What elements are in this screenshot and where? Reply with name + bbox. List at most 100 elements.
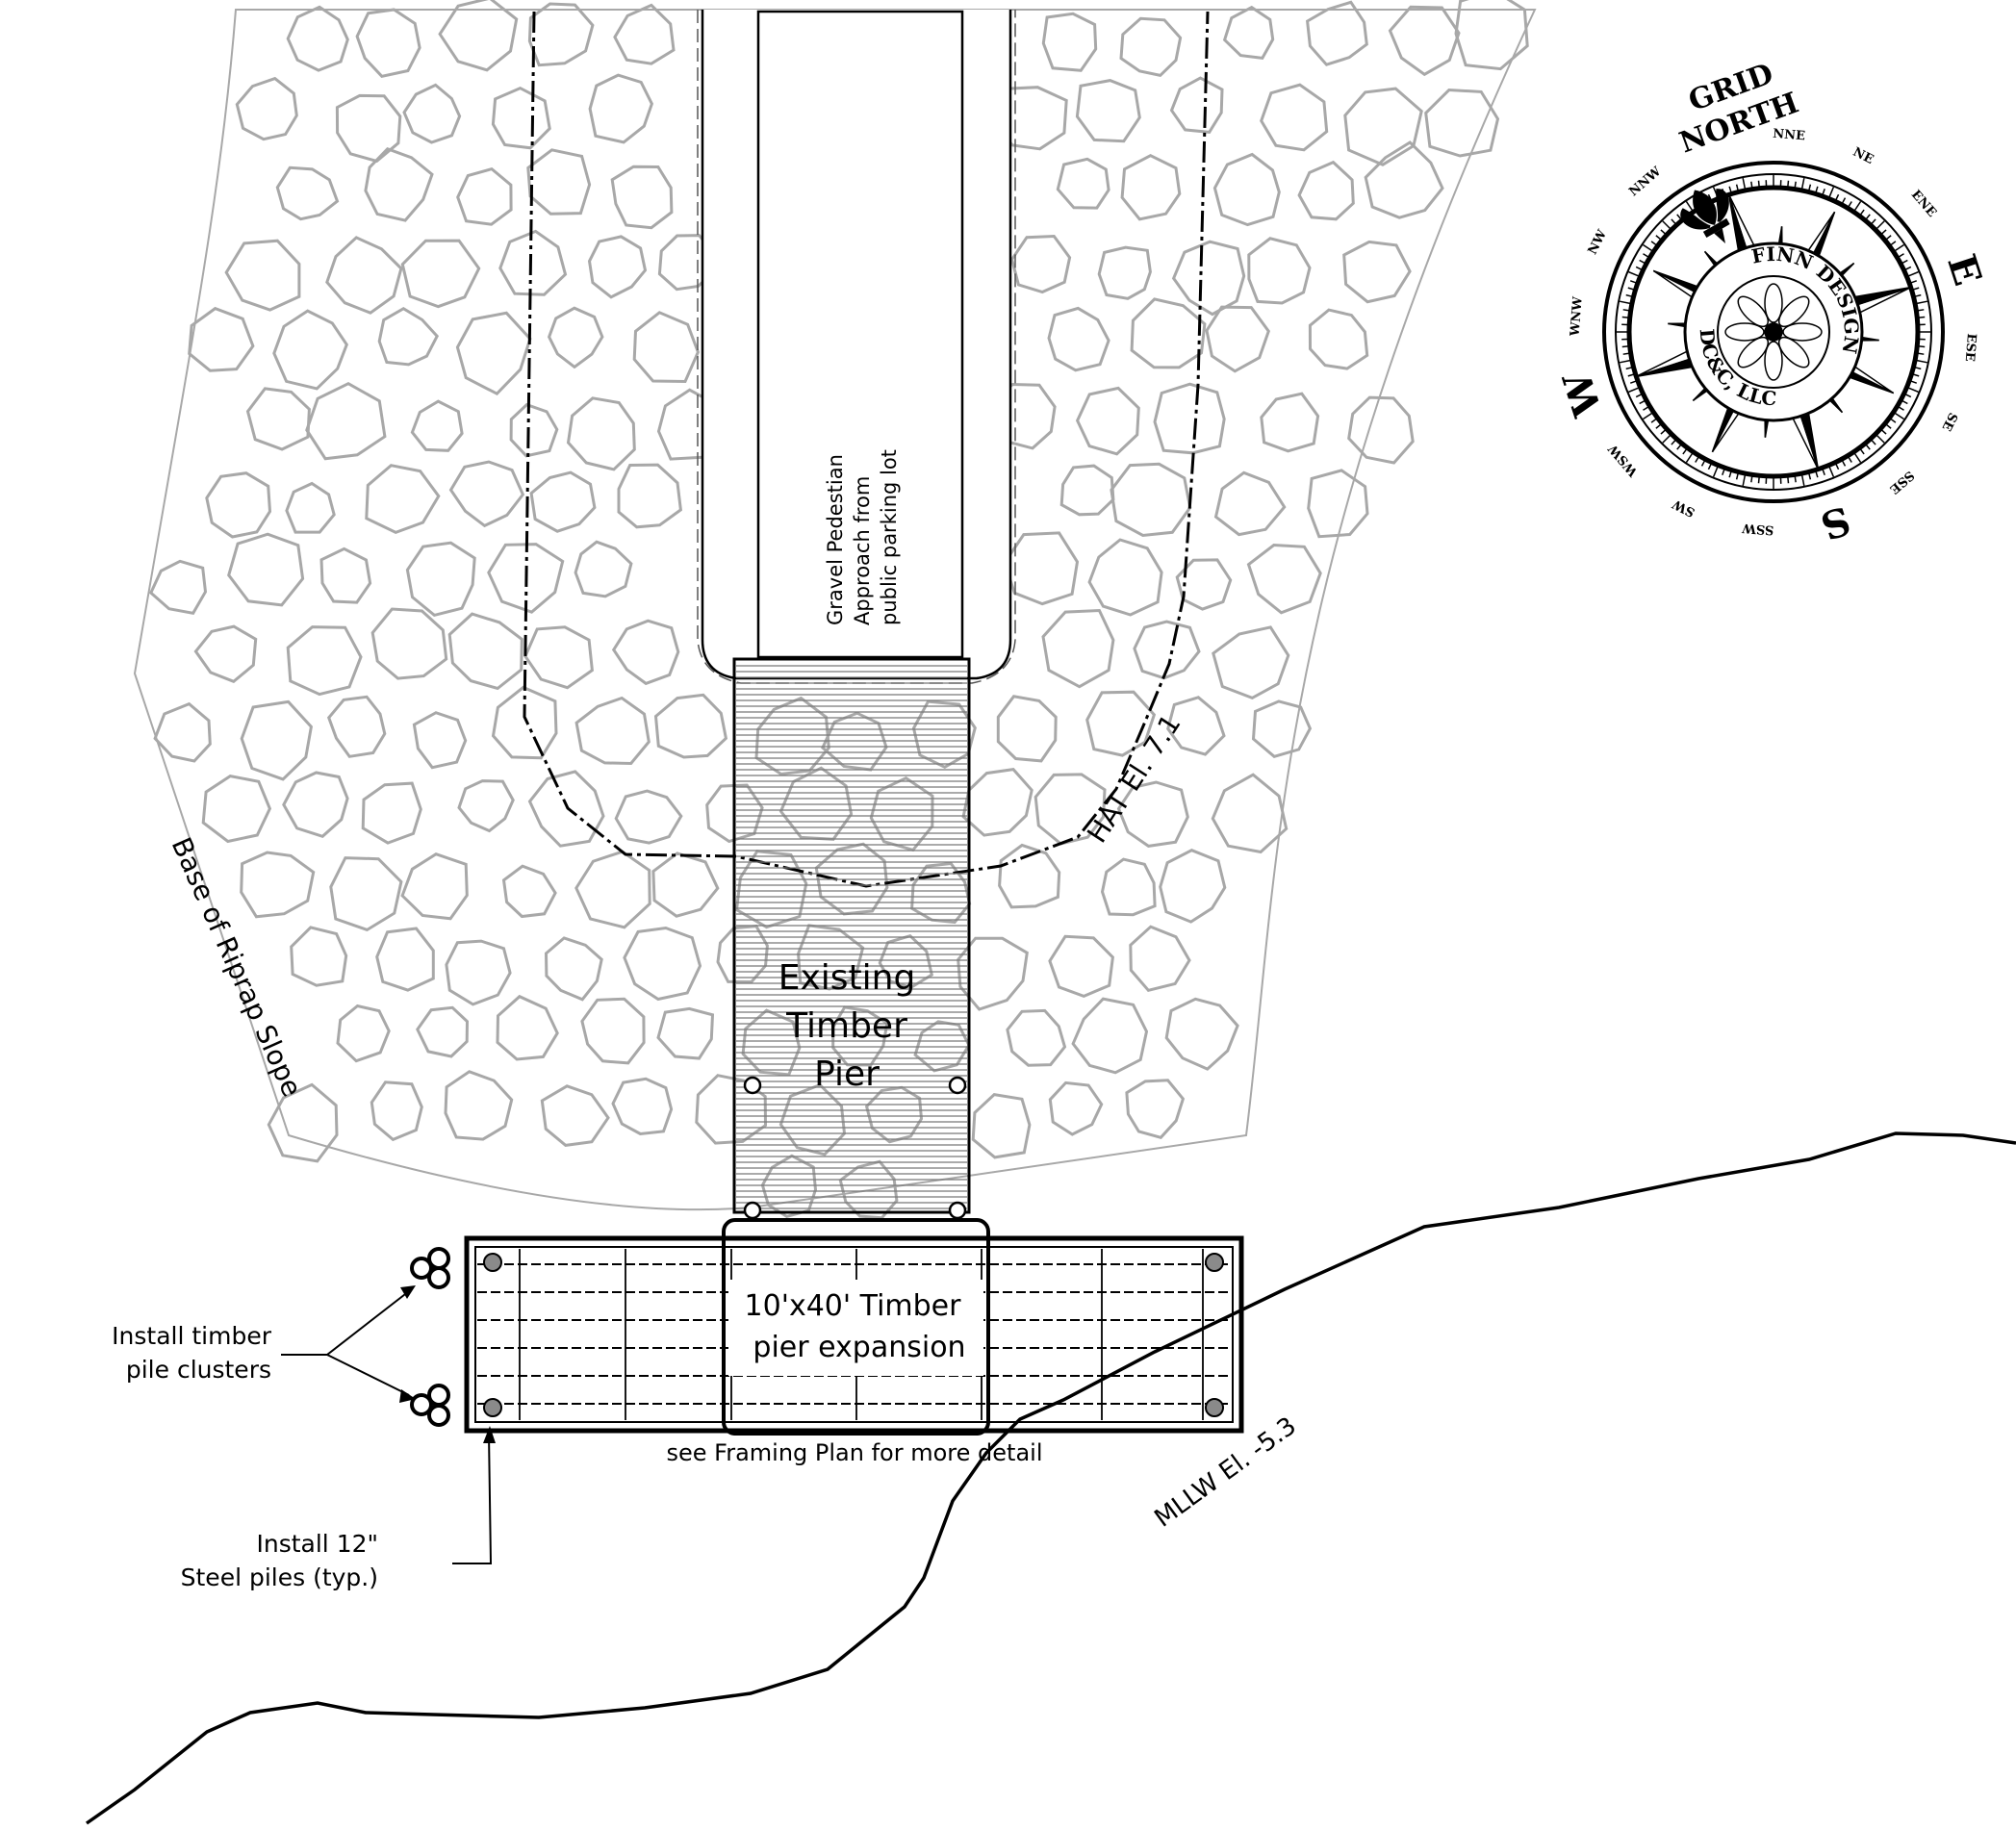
riprap-stone bbox=[651, 851, 720, 918]
compass-point-ssw: SSW bbox=[1741, 521, 1774, 538]
riprap-stone bbox=[998, 843, 1061, 909]
leader-arrowheads bbox=[399, 1285, 496, 1443]
riprap-stone bbox=[445, 939, 512, 1006]
compass-ring bbox=[1626, 185, 1921, 479]
compass-tick bbox=[1685, 452, 1694, 463]
compass-point-sw: SW bbox=[1670, 496, 1697, 519]
riprap-stone bbox=[1075, 79, 1141, 143]
riprap-stone bbox=[1097, 245, 1152, 300]
compass-tick bbox=[1627, 287, 1634, 291]
riprap-stone bbox=[911, 699, 977, 769]
riprap-stone bbox=[1212, 625, 1290, 700]
riprap-stone bbox=[267, 1082, 339, 1163]
riprap-stone bbox=[623, 926, 702, 1002]
compass-tick bbox=[1859, 209, 1865, 216]
riprap-stone bbox=[580, 997, 646, 1065]
riprap-stone bbox=[588, 73, 654, 144]
steel-piles-callout-line2: Steel piles (typ.) bbox=[181, 1563, 378, 1591]
compass-tick bbox=[1848, 201, 1852, 208]
compass-tick bbox=[1876, 220, 1885, 230]
riprap-stone bbox=[1120, 154, 1182, 221]
riprap-stone bbox=[1347, 395, 1415, 465]
riprap-stone bbox=[1153, 382, 1226, 455]
compass-tick bbox=[1890, 241, 1897, 246]
compass-tick bbox=[1915, 367, 1922, 370]
compass-tick bbox=[1625, 367, 1632, 370]
riprap-stone bbox=[1212, 152, 1281, 227]
expansion-label-line2: pier expansion bbox=[753, 1331, 965, 1364]
compass-tick bbox=[1682, 448, 1688, 455]
compass-tick bbox=[1671, 440, 1676, 445]
riprap-stone bbox=[1075, 386, 1140, 456]
riprap-stone bbox=[1308, 308, 1369, 370]
compass-tick bbox=[1808, 184, 1812, 191]
compass-rose: GRID NORTH FINN DESIGN DC&C, LLC NNENEEN… bbox=[1554, 57, 1990, 548]
riprap-stone bbox=[1116, 780, 1189, 848]
riprap-stone bbox=[444, 1070, 514, 1141]
riprap-stone bbox=[377, 306, 440, 367]
compass-tick bbox=[1742, 177, 1747, 190]
riprap-stone bbox=[361, 781, 422, 845]
riprap-stone bbox=[286, 625, 363, 697]
timber-pile-cluster bbox=[410, 1247, 450, 1289]
compass-tick bbox=[1828, 467, 1835, 477]
compass-tick bbox=[1750, 476, 1753, 483]
compass-tick bbox=[1919, 345, 1926, 348]
riprap-stone bbox=[1041, 12, 1098, 72]
riprap-stone bbox=[1100, 857, 1157, 917]
riprap-stone bbox=[319, 546, 372, 604]
compass-tick bbox=[1794, 181, 1797, 188]
compass-tick bbox=[1622, 309, 1629, 312]
compass-point-e: E bbox=[1938, 249, 1990, 292]
compass-tick bbox=[1871, 218, 1876, 224]
compass-point-ese: ESE bbox=[1962, 333, 1978, 362]
riprap-stone bbox=[971, 1093, 1032, 1159]
compass-tick bbox=[1865, 214, 1871, 219]
riprap-stone bbox=[456, 166, 513, 226]
riprap-stone bbox=[285, 481, 336, 534]
riprap-stone bbox=[617, 463, 682, 529]
medallion-petal bbox=[1737, 336, 1770, 369]
riprap-stone bbox=[240, 699, 314, 781]
riprap-stone bbox=[574, 696, 651, 766]
riprap-stone bbox=[1166, 696, 1226, 756]
compass-tick bbox=[1643, 243, 1653, 252]
riprap-stone bbox=[416, 1005, 470, 1058]
compass-tick bbox=[1700, 460, 1706, 467]
compass-tick bbox=[1695, 456, 1699, 463]
riprap-stone bbox=[1003, 531, 1080, 606]
riprap-stone bbox=[1342, 240, 1412, 304]
riprap-stone bbox=[778, 1082, 847, 1156]
compass-tick bbox=[1757, 180, 1760, 187]
compass-point-nw: NW bbox=[1586, 227, 1611, 257]
riprap-stone bbox=[410, 399, 464, 452]
compass-tick bbox=[1901, 259, 1908, 265]
compass-point-w: W bbox=[1554, 366, 1611, 422]
riprap-stone bbox=[491, 86, 551, 150]
riprap-stone bbox=[529, 470, 597, 533]
existing-pier-planks bbox=[736, 665, 967, 1209]
compass-tick bbox=[1639, 399, 1646, 405]
compass-tick bbox=[1853, 452, 1862, 463]
approach-paved-strip bbox=[756, 10, 964, 659]
compass-tick bbox=[1619, 300, 1631, 305]
riprap-stone bbox=[1034, 773, 1107, 846]
riprap-stone bbox=[1388, 5, 1461, 77]
riprap-stone bbox=[1041, 608, 1115, 689]
riprap-stone bbox=[961, 767, 1034, 837]
compass-point-sse: SSE bbox=[1886, 468, 1916, 496]
hat-elevation-label: HAT El. 7.1 bbox=[1081, 708, 1187, 848]
riprap-stone bbox=[1454, 0, 1529, 71]
riprap-stone bbox=[457, 779, 515, 833]
compass-tick bbox=[1913, 287, 1920, 291]
compass-tick bbox=[1881, 429, 1887, 435]
compass-tick bbox=[1918, 352, 1925, 355]
compass-tick bbox=[1841, 460, 1847, 467]
riprap-stone bbox=[1222, 5, 1275, 61]
riprap-stone bbox=[1087, 538, 1163, 617]
riprap-stone bbox=[526, 148, 592, 216]
compass-tick bbox=[1898, 406, 1904, 411]
compass-tick bbox=[1629, 280, 1637, 284]
riprap-stone bbox=[1424, 88, 1500, 158]
